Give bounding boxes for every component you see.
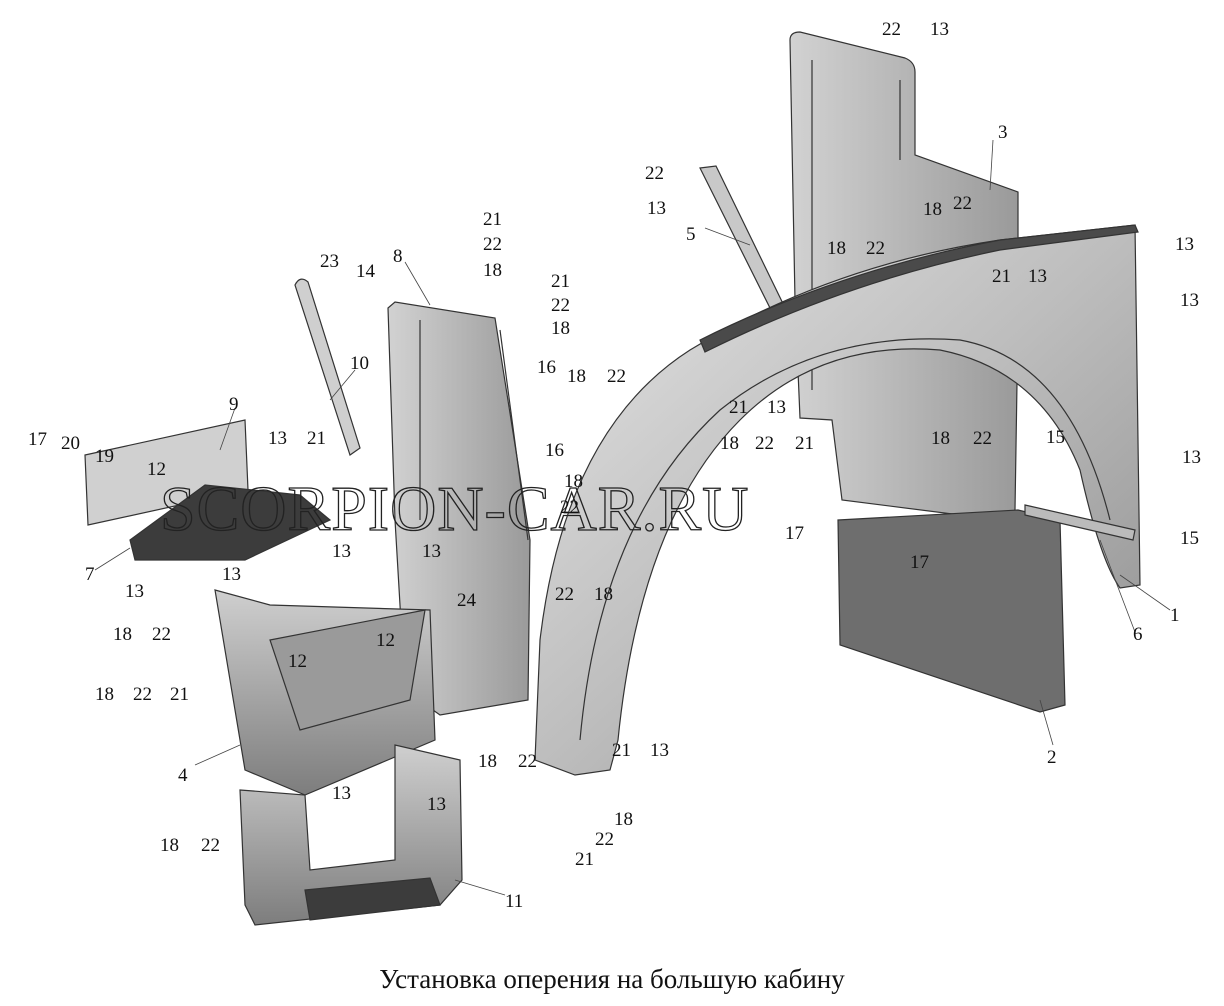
label-22i: 22 (755, 433, 774, 454)
label-21i: 21 (575, 849, 594, 870)
label-22e: 22 (483, 234, 502, 255)
label-9: 9 (229, 394, 239, 415)
label-24: 24 (457, 590, 477, 611)
upper-step-tread-part-7 (129, 484, 332, 561)
diagram-caption: Установка оперения на большую кабину (379, 964, 845, 994)
middle-step-part-4 (214, 589, 436, 796)
label-13m: 13 (332, 783, 351, 804)
label-13j: 13 (422, 541, 441, 562)
fender-part-1 (534, 224, 1141, 776)
lower-step-part-11 (239, 744, 463, 926)
label-21: 21 (483, 209, 502, 230)
label-19: 19 (95, 446, 114, 467)
label-22f: 22 (551, 295, 570, 316)
label-7: 7 (85, 564, 95, 585)
label-18n: 18 (160, 835, 179, 856)
label-22k: 22 (555, 584, 574, 605)
label-6: 6 (1133, 624, 1143, 645)
label-13g: 13 (1182, 447, 1201, 468)
label-18e: 18 (567, 366, 586, 387)
label-12b: 12 (376, 630, 395, 651)
part-labels: 1 2 3 4 5 6 7 8 9 10 11 12 12 12 13 13 1… (28, 19, 1201, 912)
mudflap-part-2 (837, 509, 1066, 713)
label-18f: 18 (931, 428, 950, 449)
label-15b: 15 (1180, 528, 1199, 549)
label-21g: 21 (170, 684, 189, 705)
label-5: 5 (686, 224, 696, 245)
label-21f: 21 (795, 433, 814, 454)
label-21b: 21 (551, 271, 570, 292)
strip-part-6 (1024, 504, 1136, 541)
label-13e: 13 (1180, 290, 1199, 311)
label-23: 23 (320, 251, 339, 272)
label-12: 12 (147, 459, 166, 480)
label-22o: 22 (595, 829, 614, 850)
label-3: 3 (998, 122, 1008, 143)
label-2: 2 (1047, 747, 1057, 768)
leader-lines (94, 139, 1171, 896)
label-13h: 13 (268, 428, 287, 449)
label-18j: 18 (113, 624, 132, 645)
label-10: 10 (350, 353, 369, 374)
label-16b: 16 (545, 440, 564, 461)
label-22d: 22 (866, 238, 885, 259)
label-18: 18 (923, 199, 942, 220)
label-14: 14 (356, 261, 376, 282)
label-22n: 22 (518, 751, 537, 772)
label-13n: 13 (427, 794, 446, 815)
label-22m: 22 (133, 684, 152, 705)
label-18b: 18 (827, 238, 846, 259)
label-13f: 13 (767, 397, 786, 418)
label-18d: 18 (551, 318, 570, 339)
label-11: 11 (505, 891, 523, 912)
label-13: 13 (930, 19, 949, 40)
label-22p: 22 (201, 835, 220, 856)
label-22h: 22 (973, 428, 992, 449)
label-22c: 22 (953, 193, 972, 214)
label-13d: 13 (1028, 266, 1047, 287)
label-21h: 21 (612, 740, 631, 761)
label-22: 22 (882, 19, 901, 40)
label-1: 1 (1170, 605, 1180, 626)
label-13i: 13 (332, 541, 351, 562)
label-21e: 21 (307, 428, 326, 449)
label-13b: 13 (647, 198, 666, 219)
label-13c: 13 (1175, 234, 1194, 255)
bracket-part-5 (699, 165, 791, 325)
label-22l: 22 (152, 624, 171, 645)
label-18k: 18 (95, 684, 114, 705)
label-18i: 18 (594, 584, 613, 605)
label-4: 4 (178, 765, 188, 786)
label-16: 16 (537, 357, 556, 378)
label-20: 20 (61, 433, 80, 454)
label-18h: 18 (564, 471, 583, 492)
label-22j: 22 (560, 497, 579, 518)
label-22b: 22 (645, 163, 664, 184)
label-22g: 22 (607, 366, 626, 387)
label-18g: 18 (720, 433, 739, 454)
label-13k: 13 (125, 581, 144, 602)
label-21c: 21 (992, 266, 1011, 287)
label-17b: 17 (785, 523, 804, 544)
label-15: 15 (1046, 427, 1065, 448)
label-13o: 13 (650, 740, 669, 761)
label-12c: 12 (288, 651, 307, 672)
label-18l: 18 (478, 751, 497, 772)
handrail-part-10 (294, 278, 361, 456)
label-13l: 13 (222, 564, 241, 585)
label-17c: 17 (910, 552, 929, 573)
label-21d: 21 (729, 397, 748, 418)
label-17: 17 (28, 429, 47, 450)
label-8: 8 (393, 246, 403, 267)
label-18c: 18 (483, 260, 502, 281)
label-18m: 18 (614, 809, 633, 830)
watermark: SCORPION-CAR.RU (160, 473, 749, 544)
